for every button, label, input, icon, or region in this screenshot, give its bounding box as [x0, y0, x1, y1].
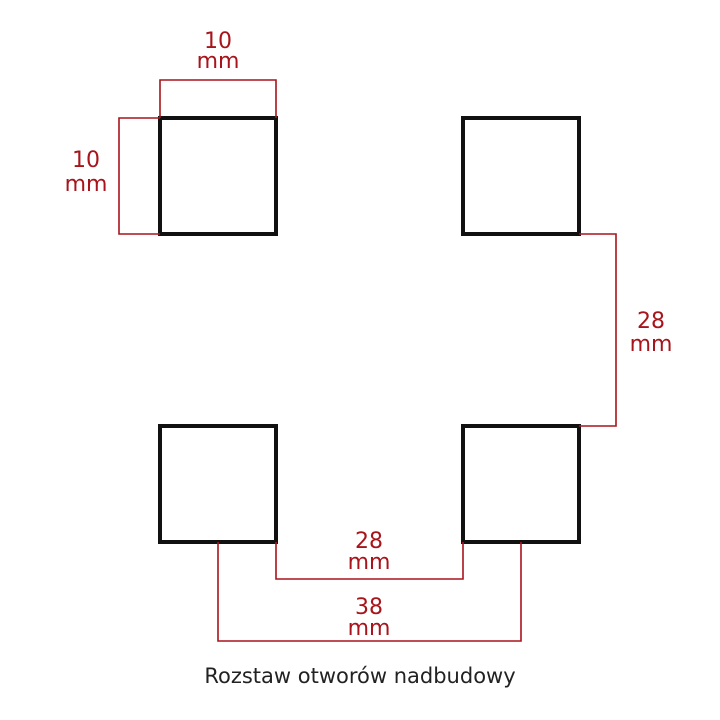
hole-height-unit: mm — [65, 172, 108, 197]
hole-bottom-left — [158, 424, 278, 544]
horizontal-gap-unit: mm — [348, 550, 391, 575]
center-spacing-unit: mm — [348, 616, 391, 641]
hole-bottom-right — [461, 424, 581, 544]
vertical-spacing-dimension-line — [579, 233, 617, 427]
hole-width-dimension-line — [159, 79, 277, 118]
vertical-spacing-value: 28 — [637, 309, 665, 334]
hole-width-value: 10 — [204, 29, 232, 54]
horizontal-gap-dimension-line — [275, 542, 464, 580]
hole-height-value: 10 — [72, 148, 100, 173]
center-spacing-dimension-line — [217, 542, 522, 642]
diagram-caption: Rozstaw otworów nadbudowy — [204, 664, 516, 688]
horizontal-gap-value: 28 — [355, 529, 383, 554]
vertical-spacing-unit: mm — [630, 332, 673, 357]
hole-width-unit: mm — [197, 49, 240, 74]
center-spacing-value: 38 — [355, 595, 383, 620]
hole-top-right — [461, 116, 581, 236]
hole-height-dimension-line — [118, 117, 160, 235]
hole-top-left — [158, 116, 278, 236]
